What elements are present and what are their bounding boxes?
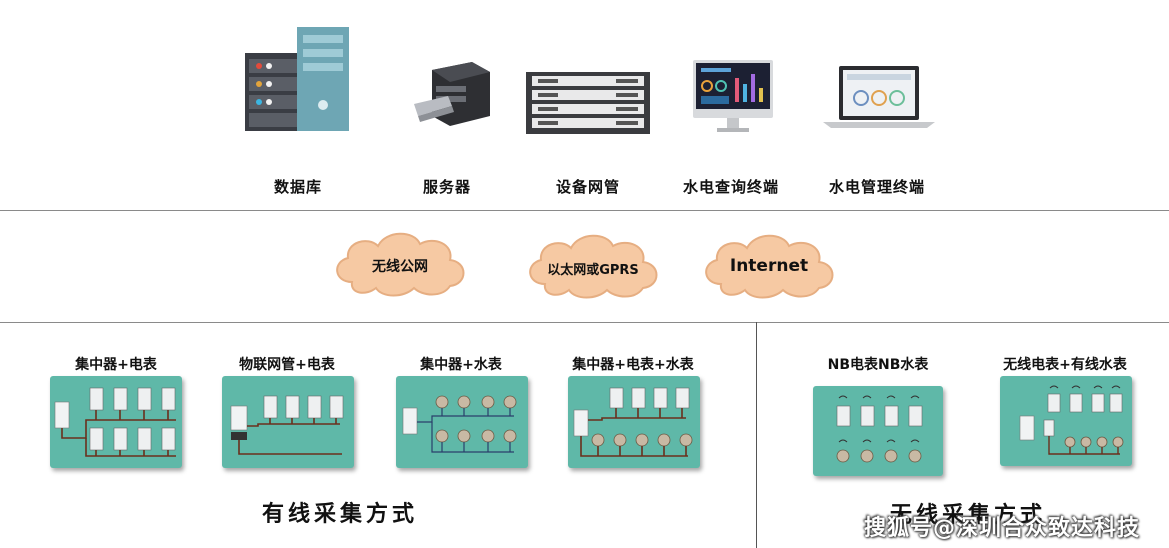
- panel-title-iot-electric: 物联网管+电表: [239, 357, 335, 373]
- meter-wiring-diagram: [54, 387, 176, 457]
- meter-wiring-diagram: [836, 395, 923, 463]
- top-divider: [0, 210, 1169, 211]
- diagram-panel-concentrator-electric-water: [568, 376, 700, 468]
- panel-title-concentrator-electric: 集中器+电表: [75, 357, 157, 373]
- wireless-signal-icon: [838, 395, 920, 443]
- cloud-label: Internet: [729, 256, 809, 276]
- watermark: 搜狐号@深圳合众致达科技: [864, 516, 1141, 541]
- meter-wiring-diagram: [1019, 385, 1124, 455]
- panel-title-wireless-electric-wired-water: 无线电表+有线水表: [1003, 357, 1127, 373]
- vertical-divider: [756, 322, 757, 548]
- panel-title-nb-meters: NB电表NB水表: [827, 357, 929, 373]
- laptop-icon: [823, 66, 935, 128]
- cloud-internet: Internet: [699, 230, 839, 302]
- cloud-wireless-public-network: 无线公网: [330, 228, 470, 300]
- server-icon: [414, 62, 490, 126]
- panel-title-concentrator-water: 集中器+水表: [420, 357, 502, 373]
- device-label-query-terminal: 水电查询终端: [682, 178, 779, 196]
- meter-wiring-diagram: [573, 387, 693, 457]
- diagram-panel-iot-electric: [222, 376, 354, 468]
- meter-wiring-diagram: [402, 395, 517, 453]
- cloud-ethernet-or-gprs: 以太网或GPRS: [523, 230, 663, 302]
- middle-divider: [0, 322, 1169, 323]
- device-label-database: 数据库: [273, 178, 322, 196]
- device-label-server: 服务器: [422, 178, 471, 196]
- wireless-signal-icon: [1049, 385, 1121, 389]
- cloud-label: 以太网或GPRS: [547, 263, 639, 278]
- database-server-icon: [245, 27, 349, 131]
- diagram-panel-wireless-electric-wired-water: [1000, 376, 1132, 466]
- diagram-panel-nb-meters: [813, 386, 943, 476]
- cloud-label: 无线公网: [372, 259, 428, 275]
- device-label-network-management: 设备网管: [555, 178, 620, 196]
- wired-collection-title: 有线采集方式: [262, 502, 419, 527]
- wireless-collection-title: 无线采集方式: [890, 503, 1047, 528]
- rack-network-icon: [526, 72, 650, 134]
- device-label-management-terminal: 水电管理终端: [828, 178, 925, 196]
- cloud-icon: [529, 234, 658, 299]
- cloud-icon: [336, 232, 465, 297]
- diagram-panel-concentrator-electric: [50, 376, 182, 468]
- meter-wiring-diagram: [230, 395, 344, 455]
- cloud-icon: [705, 234, 834, 299]
- desktop-monitor-icon: [693, 60, 773, 132]
- diagram-panel-concentrator-water: [396, 376, 528, 468]
- panel-title-concentrator-electric-water: 集中器+电表+水表: [572, 357, 694, 373]
